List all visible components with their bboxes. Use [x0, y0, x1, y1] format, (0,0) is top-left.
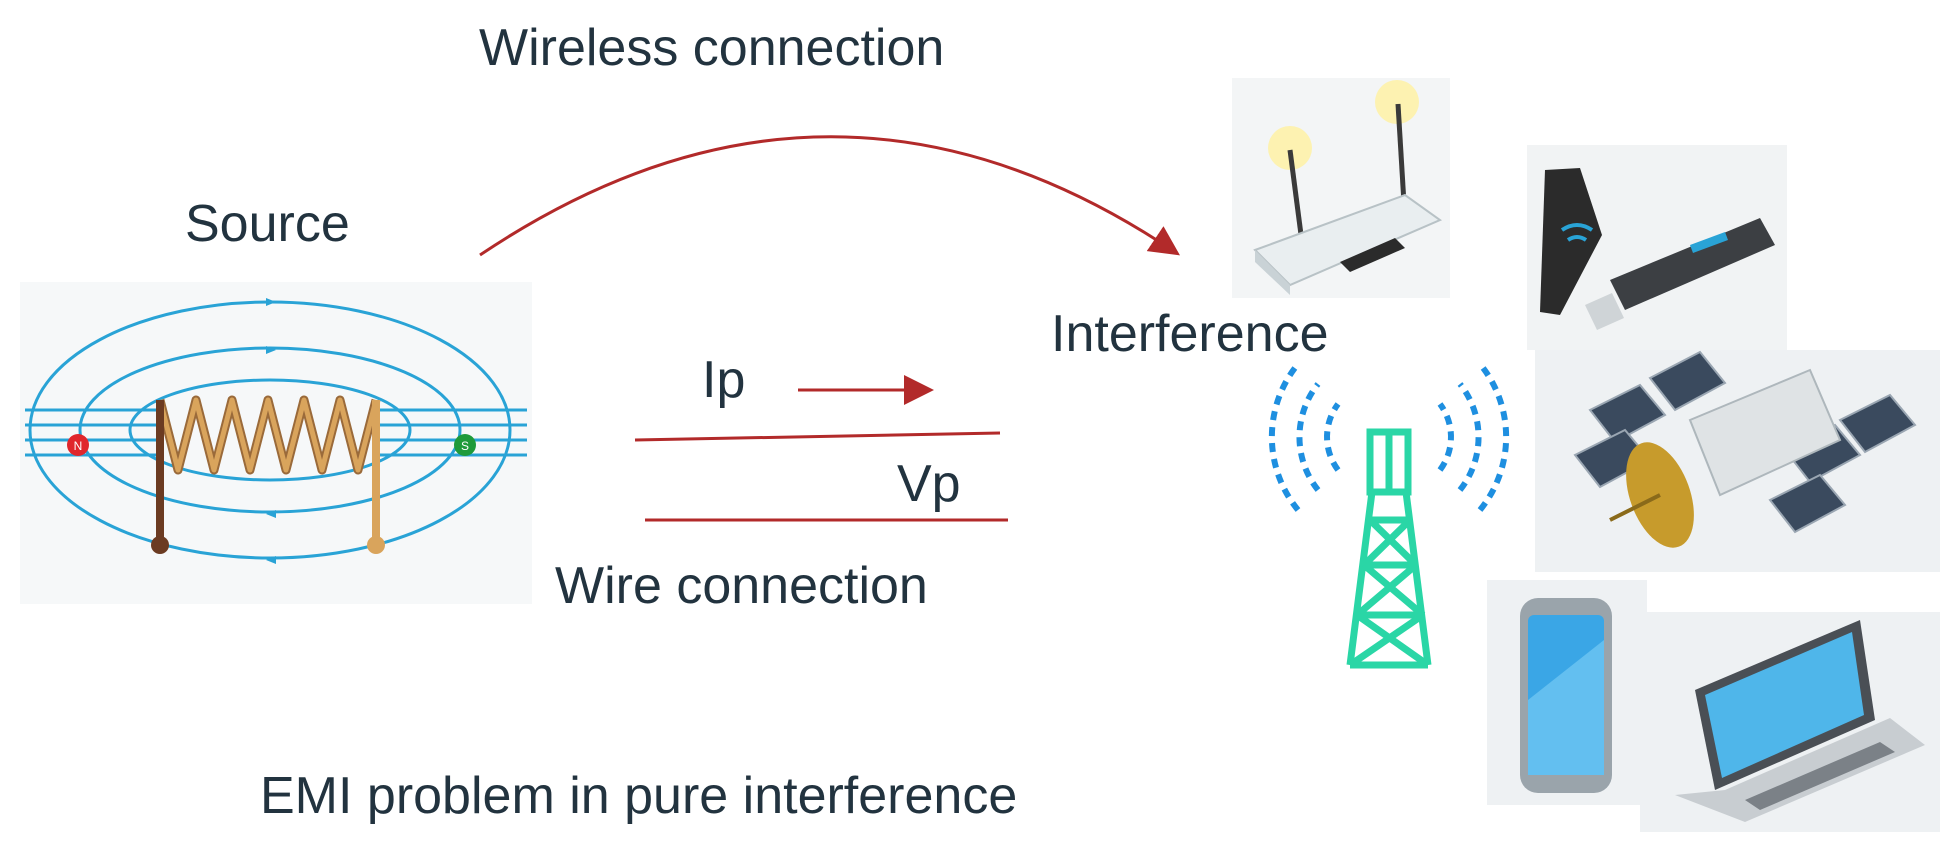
current-label: Ip: [702, 351, 746, 409]
smartphone-icon: [1487, 580, 1647, 805]
solenoid-magnet-icon: N S: [20, 282, 532, 604]
source-label: Source: [185, 195, 350, 253]
wire-connection-label: Wire connection: [555, 557, 928, 615]
wireless-connection-label: Wireless connection: [479, 19, 945, 77]
wireless-arrow: [479, 135, 1180, 257]
south-pole-icon: [454, 434, 476, 456]
laptop-icon: [1640, 612, 1940, 832]
wire-line-top: [634, 431, 1001, 442]
north-pole-label: N: [74, 439, 83, 453]
interference-label: Interference: [1051, 305, 1329, 363]
south-pole-label: S: [461, 439, 469, 453]
usb-dongle-icon: [1585, 218, 1775, 330]
radio-tower-icon: [1268, 362, 1510, 669]
wifi-router-icon: [1232, 78, 1450, 298]
satellite-icon: [1535, 350, 1940, 572]
voltage-label: Vp: [897, 455, 961, 513]
diagram-caption: EMI problem in pure interference: [260, 767, 1018, 825]
north-pole-icon: [67, 434, 89, 456]
